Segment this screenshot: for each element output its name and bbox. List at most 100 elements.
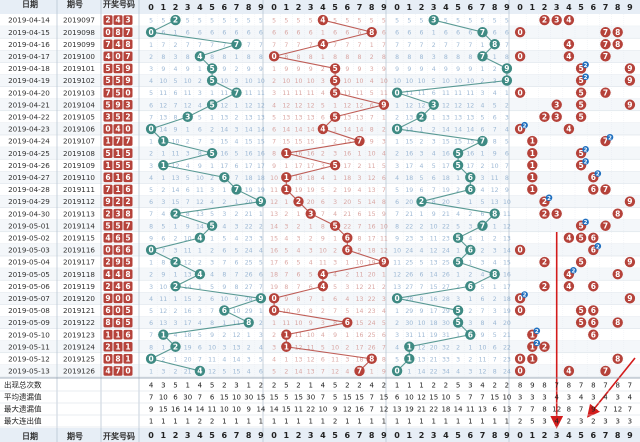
header-digit: 8 bbox=[246, 3, 252, 12]
miss-count: 5 bbox=[259, 356, 263, 363]
stats-value: 10 bbox=[318, 406, 327, 414]
miss-count: 4 bbox=[149, 175, 153, 182]
distribution-ball-digit: 6 bbox=[591, 318, 596, 327]
header-draw-label: 开奖号码 bbox=[103, 0, 135, 9]
miss-count: 3 bbox=[432, 54, 436, 61]
miss-count: 9 bbox=[456, 66, 460, 73]
miss-count: 4 bbox=[358, 187, 362, 194]
distribution-ball-digit: 7 bbox=[603, 28, 608, 37]
row-band bbox=[0, 147, 640, 160]
trend-ball bbox=[465, 329, 476, 340]
miss-count: 7 bbox=[407, 42, 411, 49]
miss-count: 13 bbox=[196, 211, 204, 218]
miss-count: 8 bbox=[284, 284, 288, 291]
distribution-ball-digit: 8 bbox=[615, 354, 620, 363]
row-issue: 2019100 bbox=[63, 52, 95, 61]
miss-count: 16 bbox=[442, 151, 450, 158]
row-issue: 2019117 bbox=[63, 258, 95, 267]
miss-count: 1 bbox=[210, 114, 214, 121]
miss-count: 7 bbox=[259, 284, 263, 291]
stats-value: 2 bbox=[505, 382, 509, 390]
footer-digit: 1 bbox=[161, 431, 167, 440]
miss-count: 7 bbox=[456, 42, 460, 49]
stats-value: 4 bbox=[149, 382, 154, 390]
miss-count: 6 bbox=[420, 187, 424, 194]
miss-count: 4 bbox=[284, 235, 288, 242]
trend-ball bbox=[317, 281, 329, 292]
miss-count: 3 bbox=[161, 199, 165, 206]
miss-count: 6 bbox=[198, 126, 202, 133]
stats-value: 11 bbox=[466, 406, 475, 414]
miss-count: 7 bbox=[186, 199, 190, 206]
distribution-ball-digit: 2 bbox=[542, 16, 547, 25]
miss-count: 8 bbox=[186, 54, 190, 61]
draw-ball bbox=[103, 317, 113, 328]
draw-number: 5 bbox=[105, 149, 110, 158]
miss-count: 12 bbox=[491, 187, 499, 194]
miss-count: 2 bbox=[235, 114, 239, 121]
miss-count: 6 bbox=[321, 356, 325, 363]
miss-count: 4 bbox=[432, 151, 436, 158]
row-date: 2019-04-27 bbox=[8, 173, 50, 182]
draw-ball bbox=[103, 233, 113, 243]
draw-ball bbox=[103, 293, 113, 304]
miss-count: 10 bbox=[393, 78, 401, 85]
trend-ball-digit: 9 bbox=[504, 64, 509, 73]
miss-count: 4 bbox=[259, 247, 263, 254]
draw-number: 6 bbox=[125, 246, 130, 255]
miss-count: 10 bbox=[307, 78, 315, 85]
stats-value: 1 bbox=[431, 418, 435, 426]
miss-count: 5 bbox=[345, 308, 349, 315]
stats-value: 1 bbox=[308, 382, 312, 390]
miss-count: 6 bbox=[370, 102, 374, 109]
distribution-ball bbox=[539, 256, 550, 268]
miss-count: 8 bbox=[186, 211, 190, 218]
miss-count: 4 bbox=[174, 66, 178, 73]
miss-count: 13 bbox=[245, 114, 253, 121]
miss-count: 6 bbox=[210, 296, 214, 303]
stats-value: 22 bbox=[306, 406, 315, 414]
miss-count: 10 bbox=[418, 320, 426, 327]
miss-count: 10 bbox=[491, 163, 499, 170]
stats-label: 最大遗漏值 bbox=[4, 404, 42, 414]
repeat-badge bbox=[594, 170, 602, 177]
miss-count: 2 bbox=[432, 126, 436, 133]
trend-ball-digit: 9 bbox=[381, 258, 386, 267]
draw-number: 7 bbox=[125, 221, 130, 230]
miss-count: 23 bbox=[368, 308, 376, 315]
draw-number: 0 bbox=[125, 125, 130, 134]
miss-count: 11 bbox=[368, 163, 376, 170]
miss-count: 16 bbox=[220, 151, 228, 158]
stats-value: 6 bbox=[173, 394, 178, 402]
footer-digit: 5 bbox=[209, 431, 215, 440]
miss-count: 8 bbox=[420, 296, 424, 303]
miss-count: 2 bbox=[174, 235, 178, 242]
footer-digit: 0 bbox=[517, 431, 523, 440]
draw-number: 5 bbox=[105, 76, 110, 85]
miss-count: 15 bbox=[454, 139, 462, 146]
miss-count: 16 bbox=[405, 151, 413, 158]
row-issue: 2019121 bbox=[63, 306, 95, 315]
footer-digit: 2 bbox=[296, 431, 302, 440]
draw-number: 1 bbox=[115, 185, 120, 194]
miss-count: 4 bbox=[149, 78, 153, 85]
draw-ball bbox=[123, 27, 133, 37]
miss-count: 19 bbox=[442, 187, 450, 194]
trend-ball bbox=[219, 305, 230, 316]
miss-count: 10 bbox=[184, 78, 192, 85]
miss-count: 1 bbox=[420, 211, 424, 218]
distribution-ball bbox=[624, 196, 636, 207]
miss-count: 19 bbox=[405, 187, 413, 194]
miss-count: 9 bbox=[382, 368, 386, 375]
miss-count: 14 bbox=[343, 126, 351, 133]
draw-ball bbox=[123, 281, 133, 292]
stats-value: 30 bbox=[306, 394, 315, 402]
miss-count: 10 bbox=[368, 151, 376, 158]
miss-count: 9 bbox=[382, 211, 386, 218]
miss-count: 11 bbox=[282, 320, 290, 327]
miss-count: 1 bbox=[174, 272, 178, 279]
distribution-ball-digit: 4 bbox=[566, 270, 571, 279]
trend-ball-digit: 8 bbox=[246, 318, 251, 327]
